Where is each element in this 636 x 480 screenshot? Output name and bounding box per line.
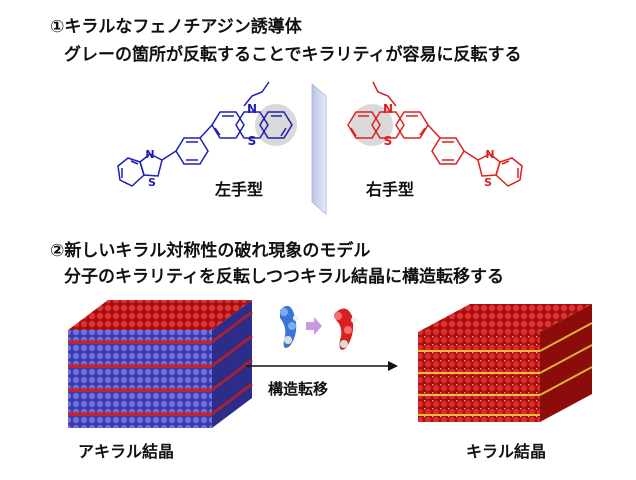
section2-heading: ②新しいキラル対称性の破れ現象のモデル [50,241,371,261]
chiral-crystal-front [418,332,540,422]
achiral-crystal [68,300,253,428]
transition-label: 構造転移 [268,380,329,398]
section2-subheading: 分子のキラリティを反転しつつキラル結晶に構造転移する [64,267,504,287]
left-thiazole-N: N [145,148,154,161]
left-handed-molecule [117,81,297,187]
right-handed-molecule [347,81,523,187]
chiral-crystal [418,304,593,422]
chiral-crystal-label: キラル結晶 [466,442,547,461]
left-atom-S: S [248,134,257,148]
section1-heading: ①キラルなフェノチアジン誘導体 [50,17,302,37]
achiral-crystal-label: アキラル結晶 [78,442,175,461]
chiral-crystal-side [540,304,592,422]
left-thiazole-S: S [148,176,156,189]
mirror-plane [311,83,327,215]
left-handed-label: 左手型 [215,180,264,199]
section1-subheading: グレーの箇所が反転することでキラリティが容易に反転する [64,45,522,65]
red-molecule-model [334,308,357,350]
right-handed-label: 右手型 [366,180,415,199]
achiral-crystal-top [68,300,252,330]
right-atom-S: S [384,134,393,148]
right-thiazole-S: S [484,176,492,189]
right-thiazole-N: N [485,148,494,161]
achiral-crystal-front [68,330,212,428]
blue-molecule-model [280,305,299,348]
achiral-crystal-side [212,300,252,428]
chiral-crystal-top [418,304,592,332]
left-atom-N: N [247,102,257,116]
transition-arrow [246,361,398,371]
left-highlight-circle [255,104,297,146]
small-conversion-arrow [306,317,322,335]
right-atom-N: N [383,102,393,116]
